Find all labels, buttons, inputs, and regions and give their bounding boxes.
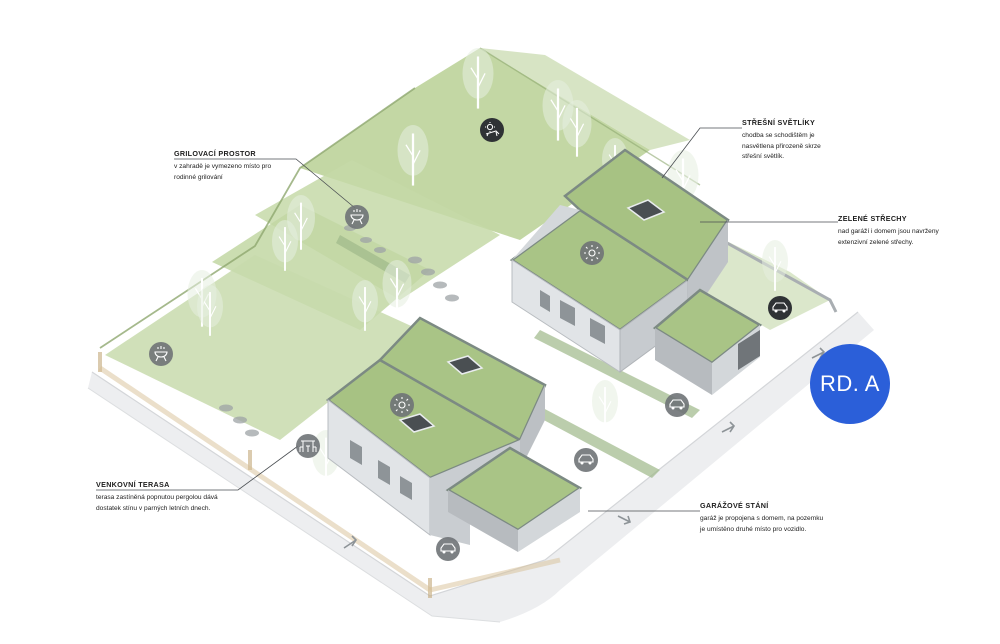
annotation-terrace-text: terasa zastíněná popnutou pergolou dává … <box>96 494 218 512</box>
annotation-grill-text: v zahradě je vymezeno místo pro rodinné … <box>174 163 272 181</box>
sun-lounger-icon <box>480 118 504 142</box>
stepping-stones <box>219 225 459 437</box>
annotation-grill: GRILOVACÍ PROSTOR v zahradě je vymezeno … <box>174 149 282 183</box>
house-label-badge: RD. A <box>810 344 890 424</box>
annotation-skylights: STŘEŠNÍ SVĚTLÍKY chodba se schodištěm je… <box>742 118 842 163</box>
leader-lines <box>96 127 838 512</box>
sun-icon <box>390 393 414 417</box>
car-icon <box>436 537 460 561</box>
grill-icon <box>149 342 173 366</box>
house-b <box>325 316 583 552</box>
house-a <box>509 148 763 395</box>
annotation-garage: GARÁŽOVÉ STÁNÍ garáž je propojena s dome… <box>700 501 830 535</box>
fences <box>98 47 838 598</box>
pergola-icon <box>296 434 320 458</box>
annotation-skylights-text: chodba se schodištěm je nasvětlena přiro… <box>742 132 821 160</box>
annotation-skylights-title: STŘEŠNÍ SVĚTLÍKY <box>742 118 816 127</box>
annotation-terrace-title: VENKOVNÍ TERASA <box>96 480 170 489</box>
car-icon <box>665 393 689 417</box>
annotation-green-roofs-title: ZELENÉ STŘECHY <box>838 214 907 223</box>
car-icon <box>574 448 598 472</box>
annotation-garage-text: garáž je propojena s domem, na pozemku j… <box>700 515 824 533</box>
annotation-terrace: VENKOVNÍ TERASA terasa zastíněná popnuto… <box>96 480 228 514</box>
car-icon <box>768 296 792 320</box>
annotation-green-roofs: ZELENÉ STŘECHY nad garáží i domem jsou n… <box>838 214 960 248</box>
grill-icon <box>345 205 369 229</box>
garden-lawns <box>105 48 830 440</box>
annotation-green-roofs-text: nad garáží i domem jsou navrženy extenzi… <box>838 228 939 246</box>
annotation-grill-title: GRILOVACÍ PROSTOR <box>174 149 256 158</box>
sun-icon <box>580 241 604 265</box>
annotation-garage-title: GARÁŽOVÉ STÁNÍ <box>700 501 769 510</box>
